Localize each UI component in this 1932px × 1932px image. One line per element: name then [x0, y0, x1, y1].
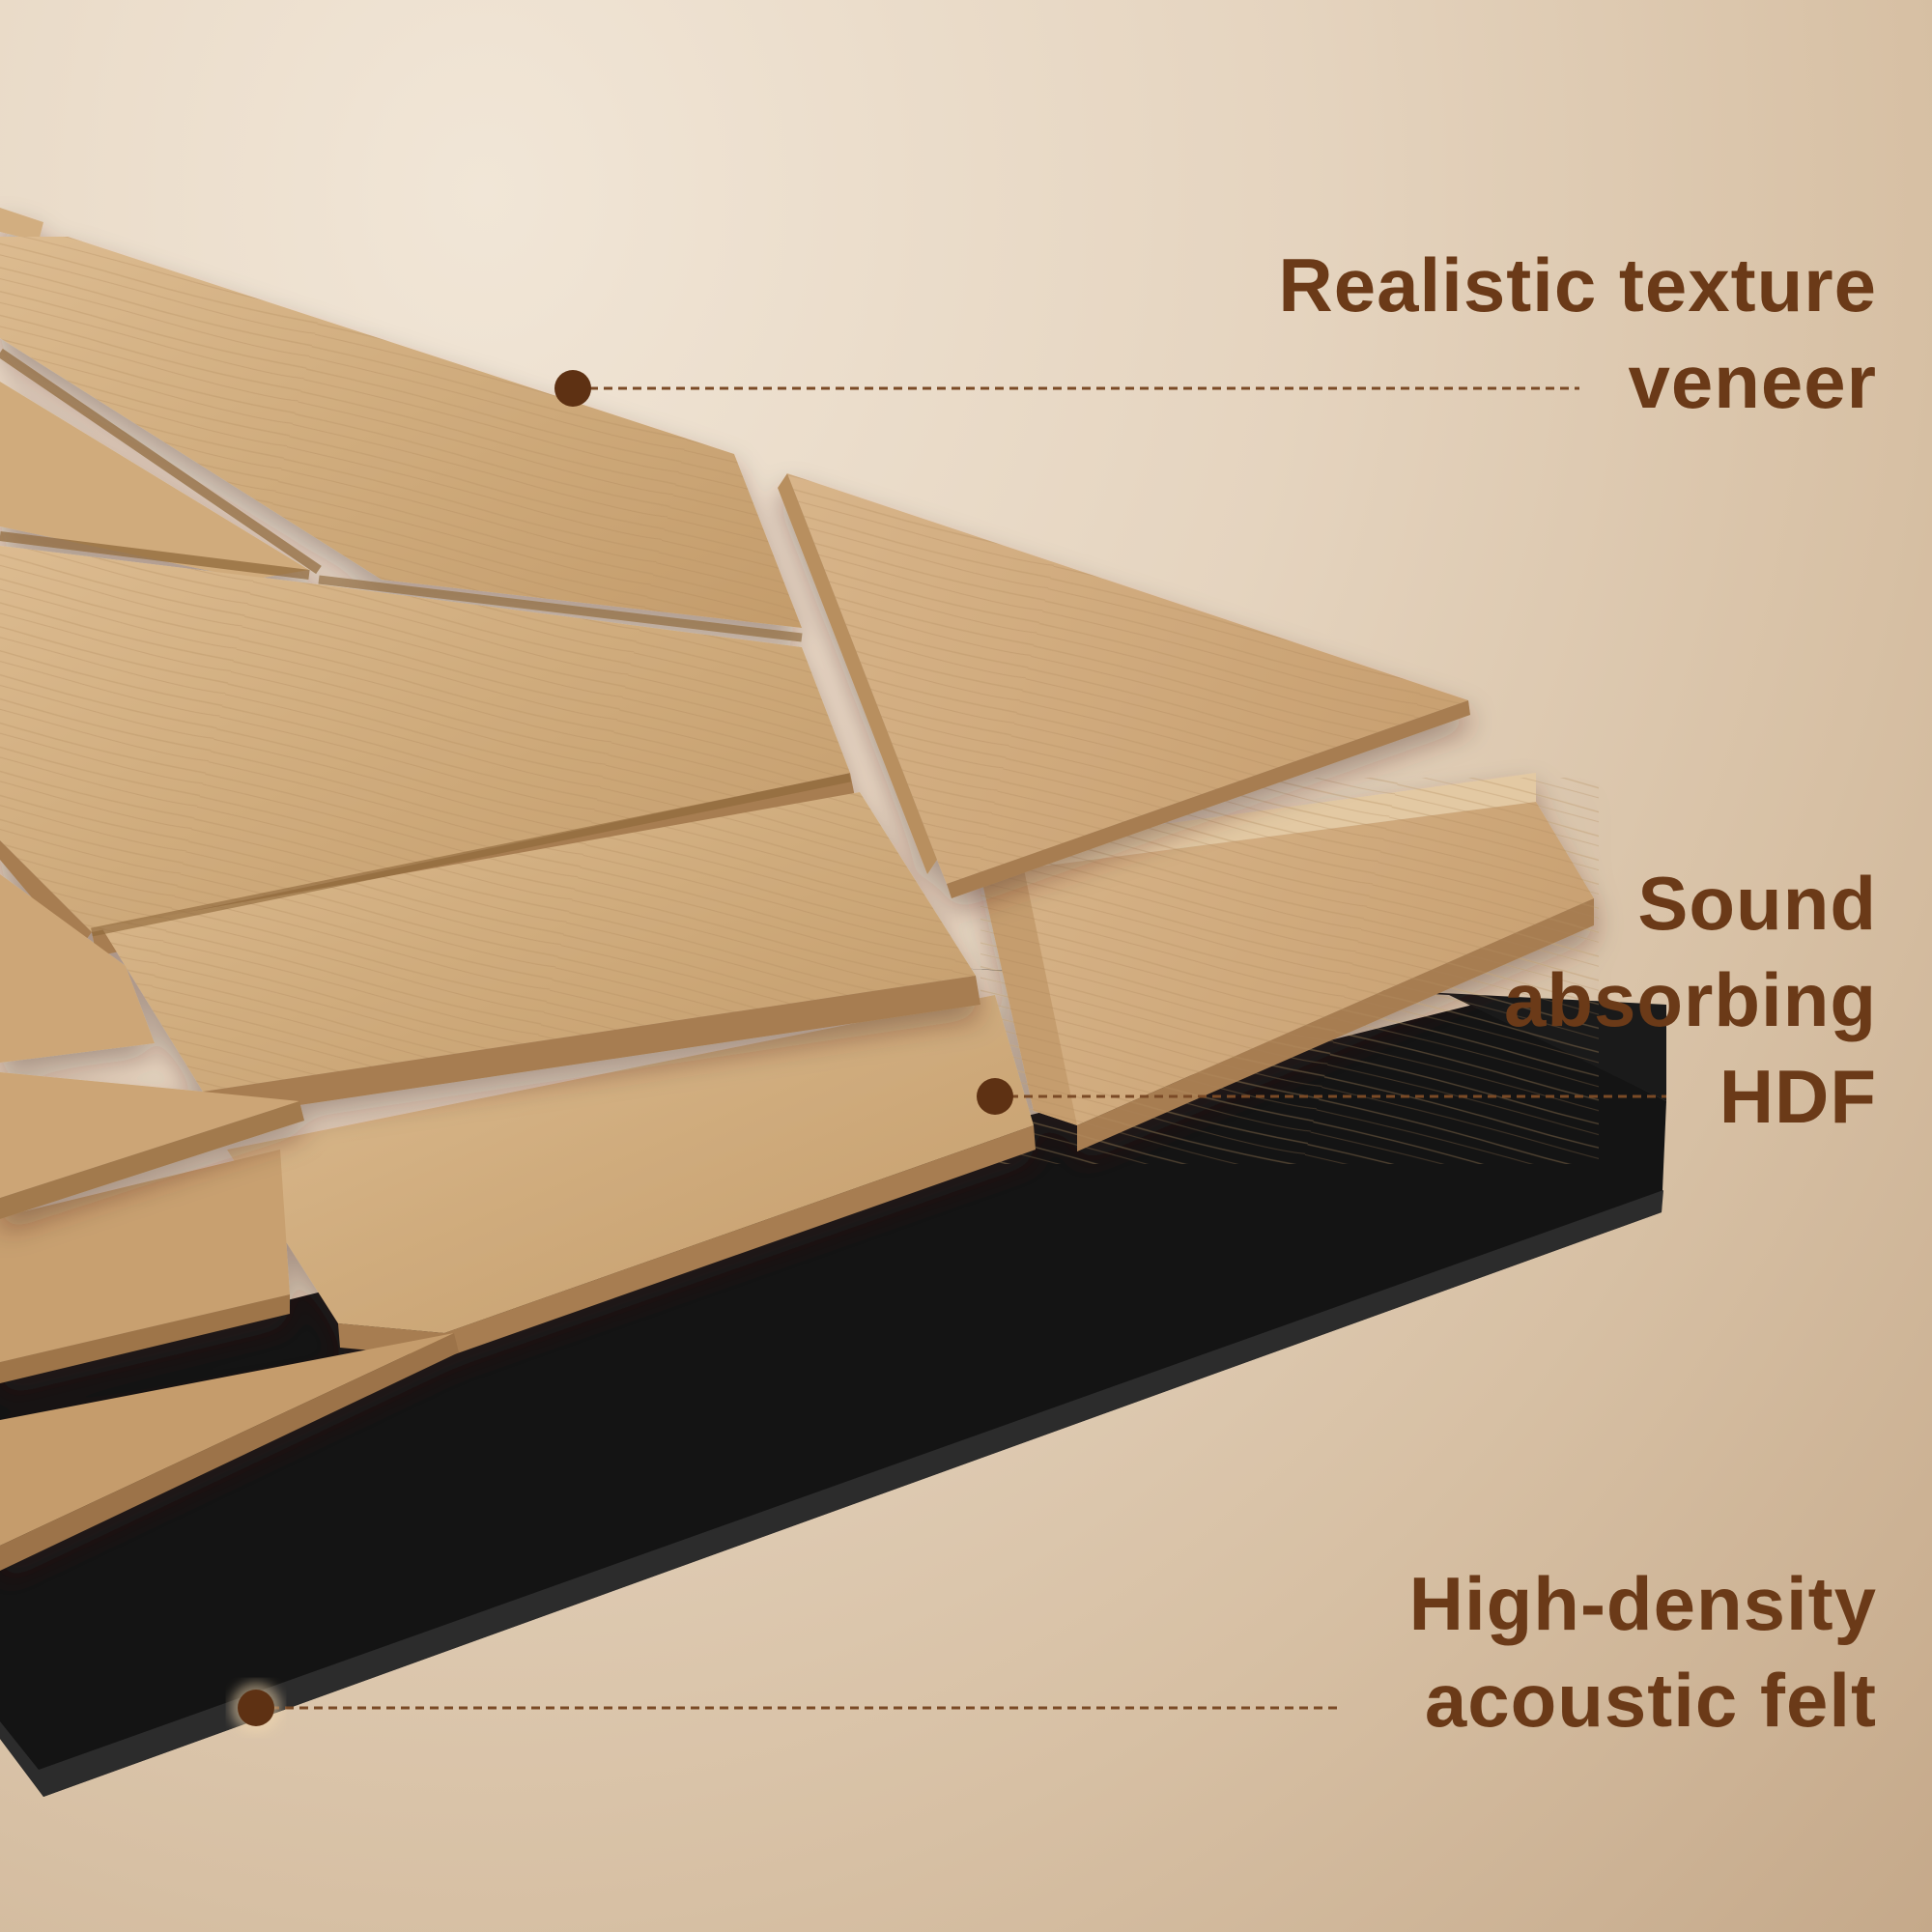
callout-veneer: Realistic texture veneer [1278, 237, 1877, 430]
callout-hdf: Sound absorbing HDF [1504, 855, 1877, 1145]
veneer-layer [0, 208, 1470, 1219]
veneer-marker-dot-icon [554, 370, 591, 407]
callout-veneer-line-2: veneer [1628, 339, 1877, 424]
callout-hdf-line-3: HDF [1719, 1054, 1877, 1139]
felt-marker-dot-icon [238, 1690, 274, 1726]
callout-veneer-line-1: Realistic texture [1278, 242, 1877, 327]
callout-felt: High-density acoustic felt [1409, 1555, 1877, 1748]
callout-hdf-line-2: absorbing [1503, 957, 1877, 1042]
callout-felt-line-1: High-density [1408, 1561, 1877, 1646]
callout-felt-line-2: acoustic felt [1424, 1658, 1877, 1743]
hdf-marker-dot-icon [977, 1078, 1013, 1115]
hdf-layer [0, 773, 1599, 1571]
callout-hdf-line-1: Sound [1637, 861, 1877, 946]
